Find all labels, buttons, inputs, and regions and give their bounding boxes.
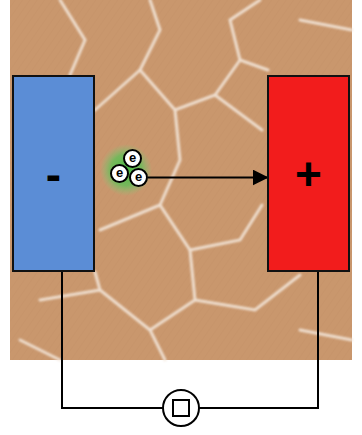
meter-symbol (163, 390, 199, 426)
negative-electrode: - (12, 75, 95, 272)
electron-label: e (116, 166, 123, 179)
electron-label: e (129, 151, 136, 164)
electron: e (123, 149, 142, 168)
electron-label: e (135, 170, 142, 183)
electron-flow-arrow (148, 177, 267, 179)
electron-glow (100, 144, 152, 196)
electrode-sign: + (295, 151, 322, 197)
electron: e (129, 168, 148, 187)
circuit-wires (62, 272, 318, 408)
electron: e (110, 164, 129, 183)
electrode-sign: - (46, 151, 61, 197)
positive-electrode: + (267, 75, 350, 272)
